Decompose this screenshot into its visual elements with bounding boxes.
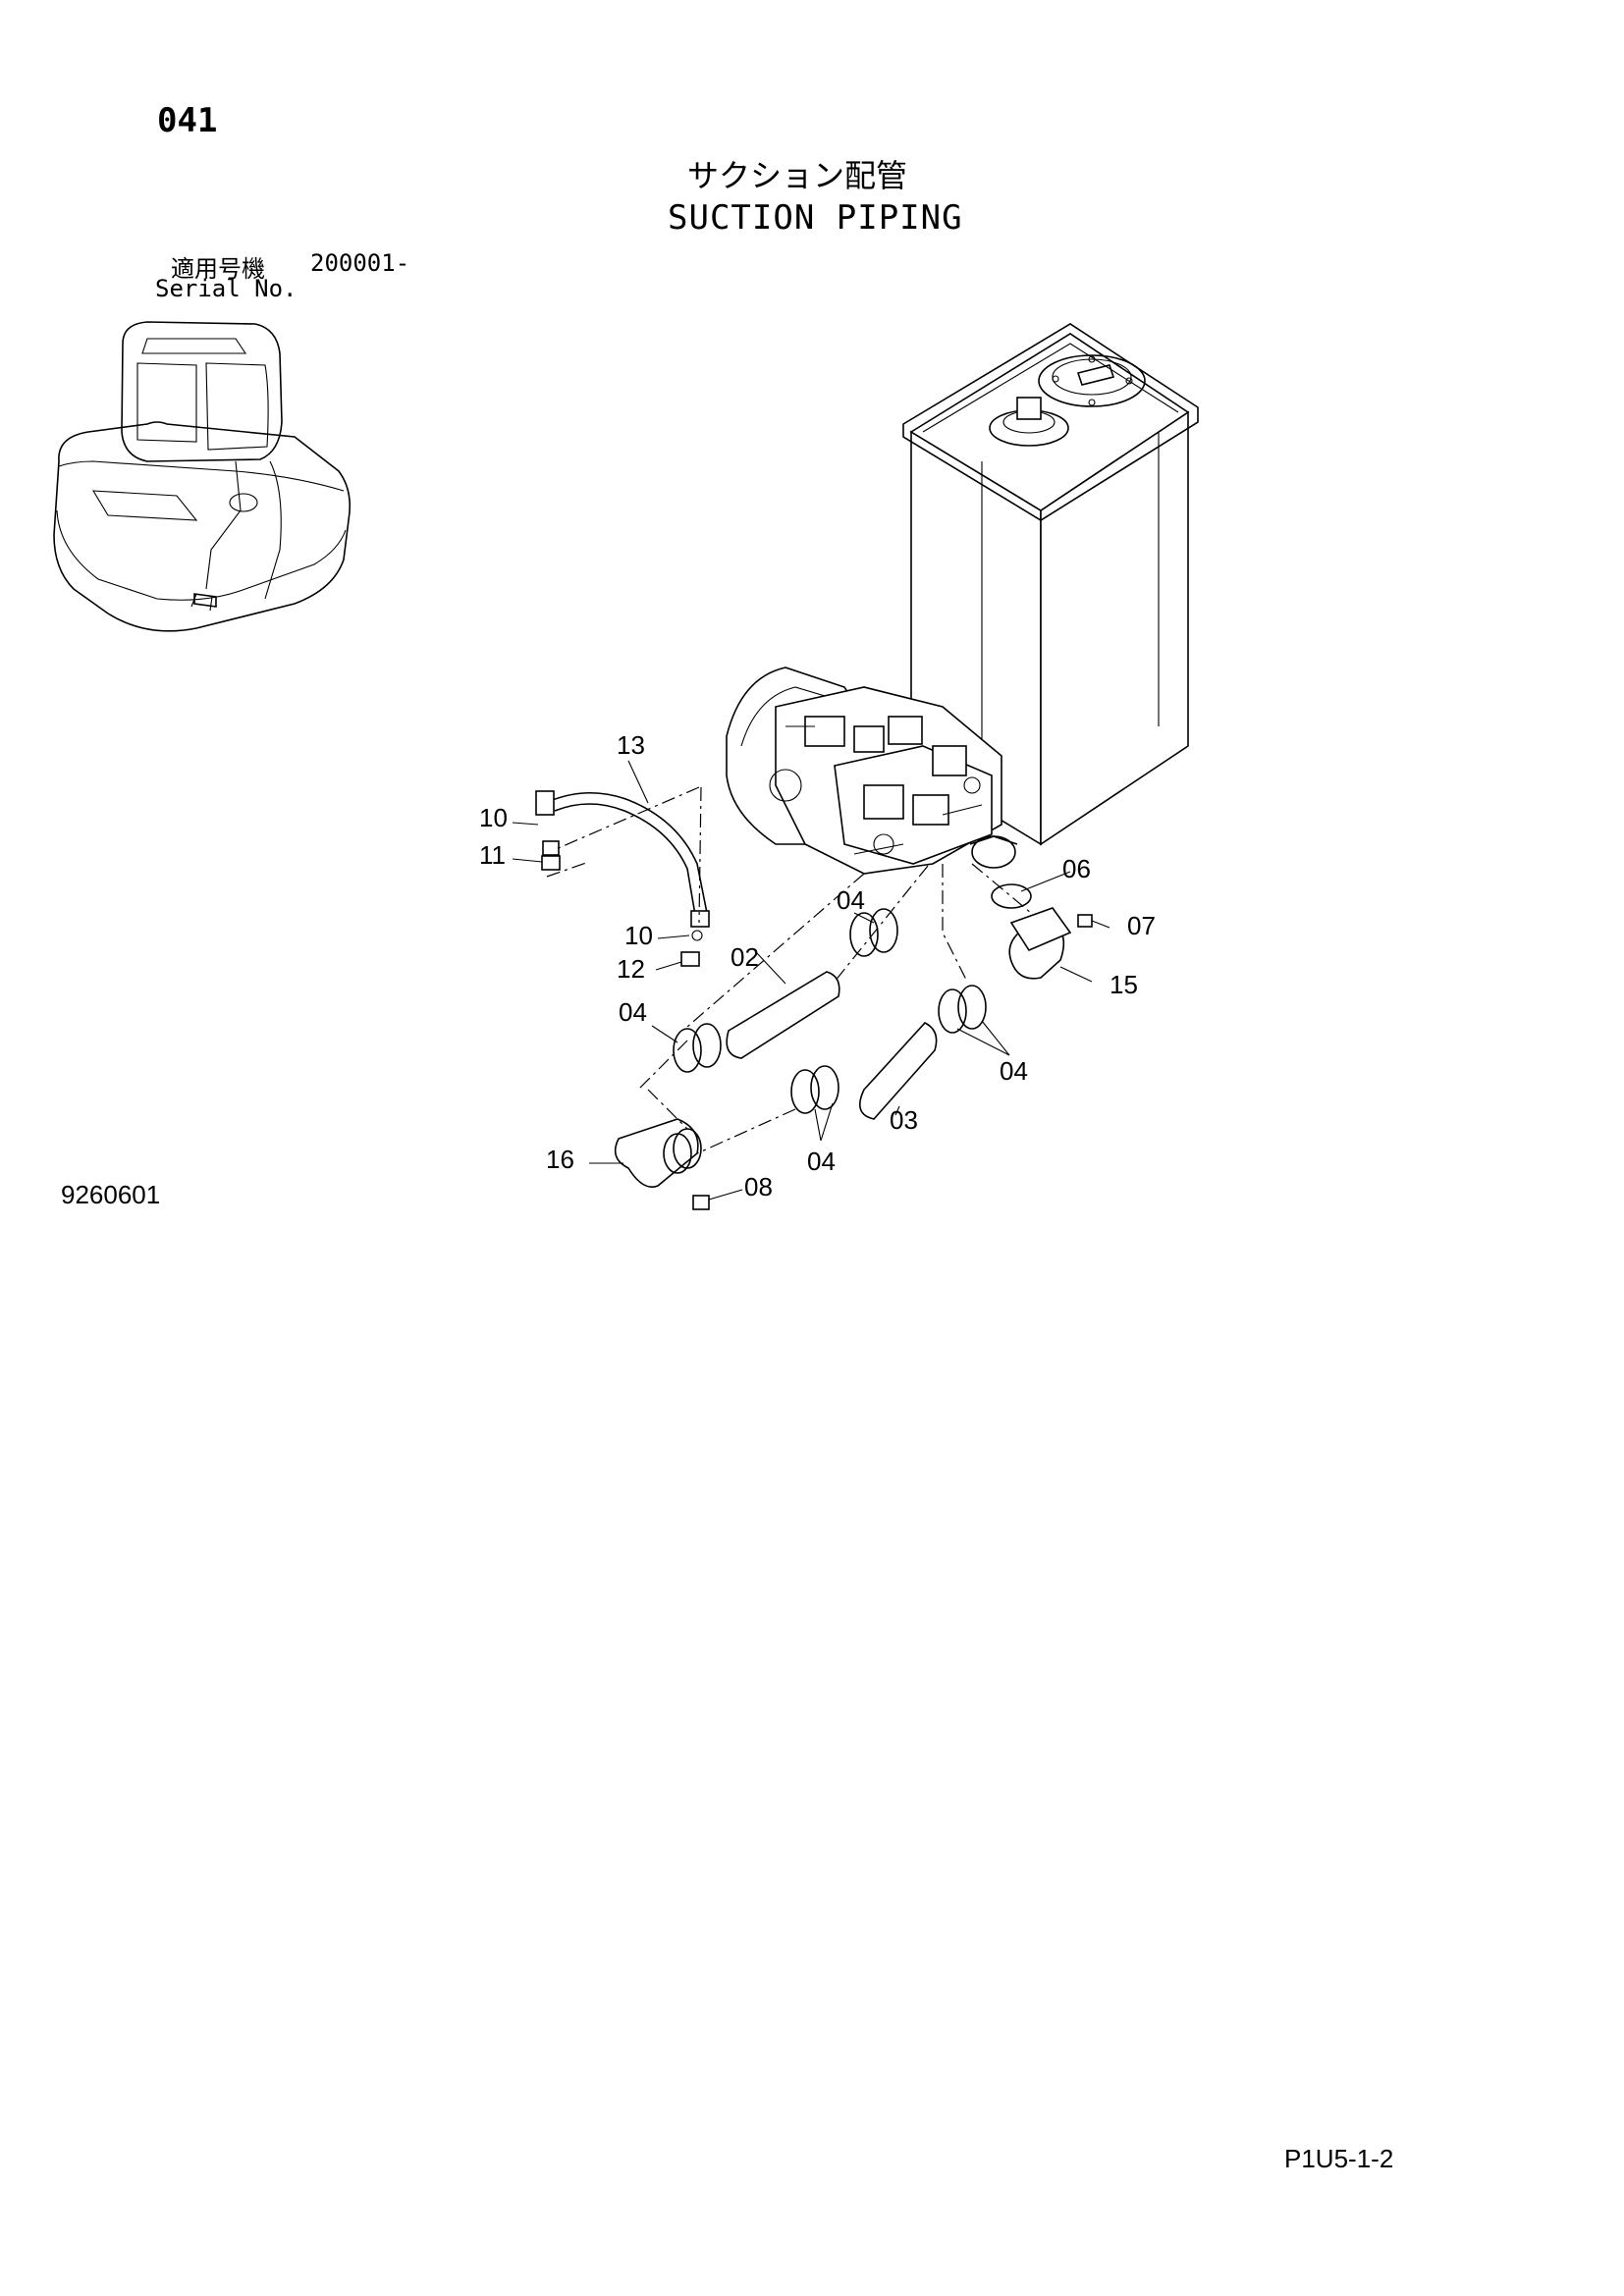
callout-02: 02 bbox=[731, 942, 759, 972]
page-code: P1U5-1-2 bbox=[1284, 2144, 1394, 2173]
callout-11: 11 bbox=[479, 840, 506, 870]
callout-04: 04 bbox=[837, 885, 865, 915]
drawing-number: 9260601 bbox=[61, 1180, 161, 1209]
title-japanese: サクション配管 bbox=[687, 157, 908, 194]
assembly-lines bbox=[546, 786, 1032, 1154]
callout-06: 06 bbox=[1062, 854, 1091, 883]
page-title: SUCTION PIPING bbox=[668, 198, 963, 238]
serial-label-japanese: 適用号機 bbox=[171, 255, 265, 283]
callout-04: 04 bbox=[807, 1147, 836, 1176]
page-number: 041 bbox=[157, 101, 218, 140]
callout-13: 13 bbox=[617, 730, 645, 760]
callout-16: 16 bbox=[546, 1145, 574, 1174]
callout-10: 10 bbox=[624, 921, 653, 950]
callout-10: 10 bbox=[479, 803, 508, 832]
suction-pipes bbox=[614, 883, 1093, 1210]
part-callouts: 13 10 11 10 12 02 04 06 07 15 04 04 03 0… bbox=[479, 730, 1156, 1201]
callout-04: 04 bbox=[619, 997, 647, 1027]
drain-hose bbox=[535, 790, 710, 967]
callout-07: 07 bbox=[1127, 911, 1156, 940]
callout-04: 04 bbox=[1000, 1056, 1028, 1086]
callout-leaders bbox=[512, 760, 1110, 1201]
machine-location-thumbnail bbox=[53, 321, 352, 632]
serial-value: 200001- bbox=[310, 249, 410, 277]
callout-12: 12 bbox=[617, 954, 645, 984]
callout-08: 08 bbox=[744, 1172, 773, 1201]
main-pump bbox=[726, 667, 1018, 875]
hydraulic-oil-tank bbox=[902, 323, 1199, 846]
callout-03: 03 bbox=[890, 1105, 918, 1135]
callout-15: 15 bbox=[1110, 970, 1138, 999]
serial-label-english: Serial No. bbox=[155, 275, 298, 302]
